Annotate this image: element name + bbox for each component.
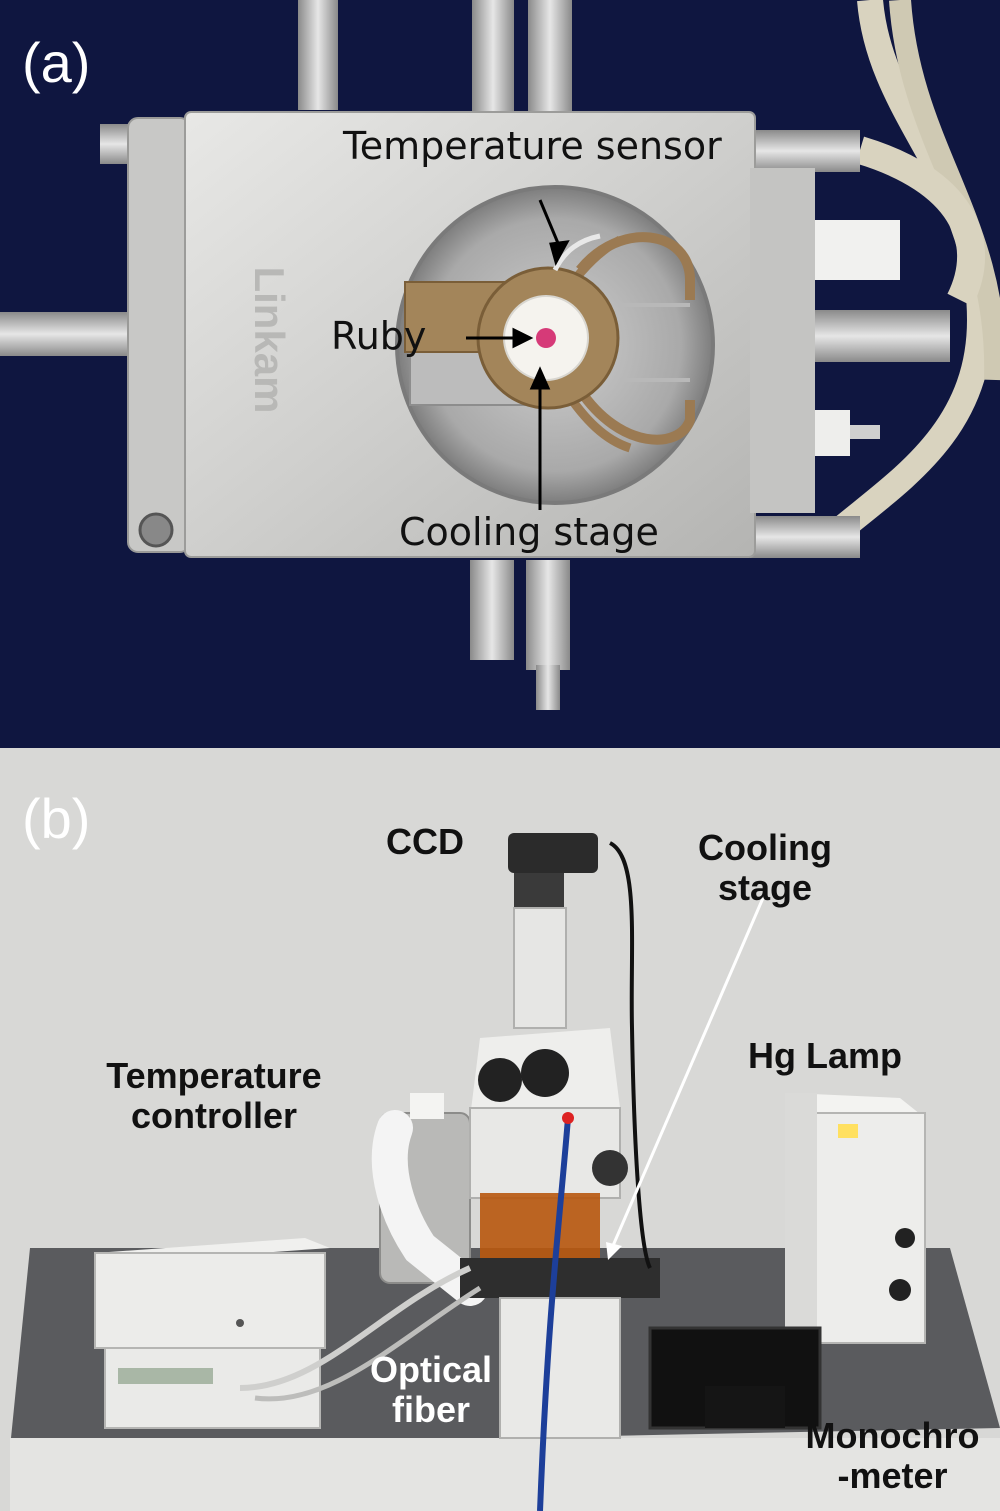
annotation-arrows [466,199,570,510]
temperature-controller-device [94,1238,330,1429]
panel-a-photo: Linkam (a) Temperature sensor Ruby Cooli… [0,0,1000,748]
ruby-crystal [536,328,556,348]
panel-b-label: (b) [22,787,91,850]
microscope-setup [0,748,1000,1511]
monochrometer-label-line1: Monochro [805,1415,980,1456]
cooling-stage-label: Cooling stage [399,510,659,554]
ruby-label: Ruby [331,314,427,358]
cooling-stage-label-line1: Cooling [698,827,832,868]
linkam-logo: Linkam [246,266,293,413]
optical-fiber-label: Optical fiber [356,1350,506,1429]
cooling-stage-label-b: Cooling stage [682,828,848,907]
optical-fiber-label-line1: Optical [369,1349,493,1390]
monochrometer-label-line2: -meter [837,1454,948,1496]
monochrometer-label: Monochro -meter [790,1416,995,1495]
cooling-stage-top-view: Linkam [0,0,1000,710]
temperature-sensor-label: Temperature sensor [343,124,722,168]
cooling-stage-pointer [610,897,765,1249]
hg-lamp-device [785,1093,926,1344]
temperature-controller-label: Temperature controller [84,1056,344,1135]
temperature-controller-label-line1: Temperature [106,1055,322,1096]
temperature-controller-label-line2: controller [130,1094,298,1136]
optical-fiber-label-line2: fiber [391,1388,470,1430]
panel-a-label: (a) [22,31,91,94]
ccd-label: CCD [386,821,464,862]
hg-lamp-label: Hg Lamp [748,1035,903,1076]
cooling-stage-label-line2: stage [717,866,813,908]
microscope [460,833,660,1439]
panel-b-photo: (b) CCD Cooling stage Hg Lamp Temperatur… [0,748,1000,1511]
